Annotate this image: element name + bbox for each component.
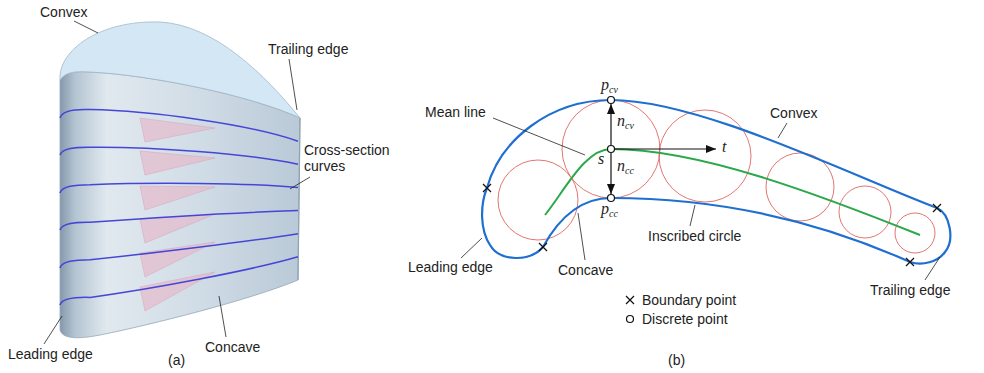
section-curve	[60, 183, 298, 193]
legend-marker	[624, 313, 636, 325]
vector-symbol: ncv	[617, 113, 634, 134]
part-label: Convex	[40, 4, 87, 20]
boundary-points	[483, 184, 941, 266]
boundary-mark	[906, 258, 914, 266]
point-symbol: pcv	[601, 77, 618, 98]
boundary-mark	[483, 184, 491, 192]
part-label: Trailing edge	[870, 282, 950, 298]
leader-line	[578, 213, 585, 260]
legend-marker	[624, 294, 636, 306]
section-curve	[60, 109, 298, 141]
inscribed-circles	[498, 100, 935, 253]
leader-line	[925, 257, 940, 280]
vectors	[611, 104, 716, 194]
leader-line	[74, 21, 98, 33]
blade-figure	[60, 22, 300, 338]
legend-text: Discrete point	[642, 311, 728, 327]
boundary-mark	[626, 296, 634, 304]
concave-surface	[60, 72, 300, 338]
vector-symbol: t	[722, 139, 726, 155]
discrete-mark	[608, 97, 615, 104]
part-label: Leading edge	[8, 346, 93, 362]
section-curve	[60, 147, 298, 164]
leader-lines-a	[44, 21, 310, 344]
leader-line	[690, 205, 695, 226]
discrete-mark	[608, 146, 615, 153]
part-label: Leading edge	[408, 259, 493, 275]
legend-entry: Boundary point	[624, 292, 736, 308]
section-curve	[60, 257, 298, 305]
part-label: Mean line	[425, 104, 486, 120]
boundary-mark	[539, 243, 547, 251]
vector-symbol: ncc	[617, 158, 634, 179]
panel-label: (a)	[168, 352, 185, 368]
part-label: Trailing edge	[268, 41, 348, 57]
top-face	[60, 22, 300, 118]
airfoil-profile	[482, 100, 950, 264]
inscribed-circle	[766, 153, 834, 221]
cross-section-curves	[60, 109, 298, 305]
leader-line	[290, 177, 310, 189]
section-shade	[140, 118, 215, 142]
section-curve	[60, 211, 298, 231]
trailing-edge-line	[298, 118, 300, 280]
mean-line	[545, 149, 920, 235]
leader-line	[461, 238, 482, 258]
leader-lines-b	[461, 118, 940, 280]
normal-arrow	[610, 153, 611, 194]
normal-arrow	[610, 104, 611, 145]
discrete-mark	[627, 316, 634, 323]
section-curve	[60, 234, 298, 268]
point-symbol: s	[598, 151, 604, 167]
part-label: Concave	[558, 262, 613, 278]
discrete-points	[608, 97, 615, 202]
part-label: Inscribed circle	[648, 228, 741, 244]
boundary-mark	[933, 204, 941, 212]
leader-line	[493, 118, 585, 155]
legend-entry: Discrete point	[624, 311, 728, 327]
leader-line	[289, 59, 297, 110]
legend-text: Boundary point	[642, 292, 736, 308]
section-shade	[140, 186, 215, 210]
point-symbol: pcc	[601, 201, 618, 222]
leader-line	[219, 296, 226, 337]
part-label: Concave	[205, 339, 260, 355]
leader-line	[44, 316, 62, 344]
leader-line	[778, 123, 787, 138]
part-label: Convex	[770, 105, 817, 121]
inscribed-circle	[498, 160, 578, 240]
section-shade	[140, 151, 215, 175]
tangent-arrow	[615, 148, 716, 149]
part-label: Cross-section curves	[304, 142, 400, 174]
panel-label: (b)	[668, 352, 685, 368]
inscribed-circle	[839, 186, 891, 238]
